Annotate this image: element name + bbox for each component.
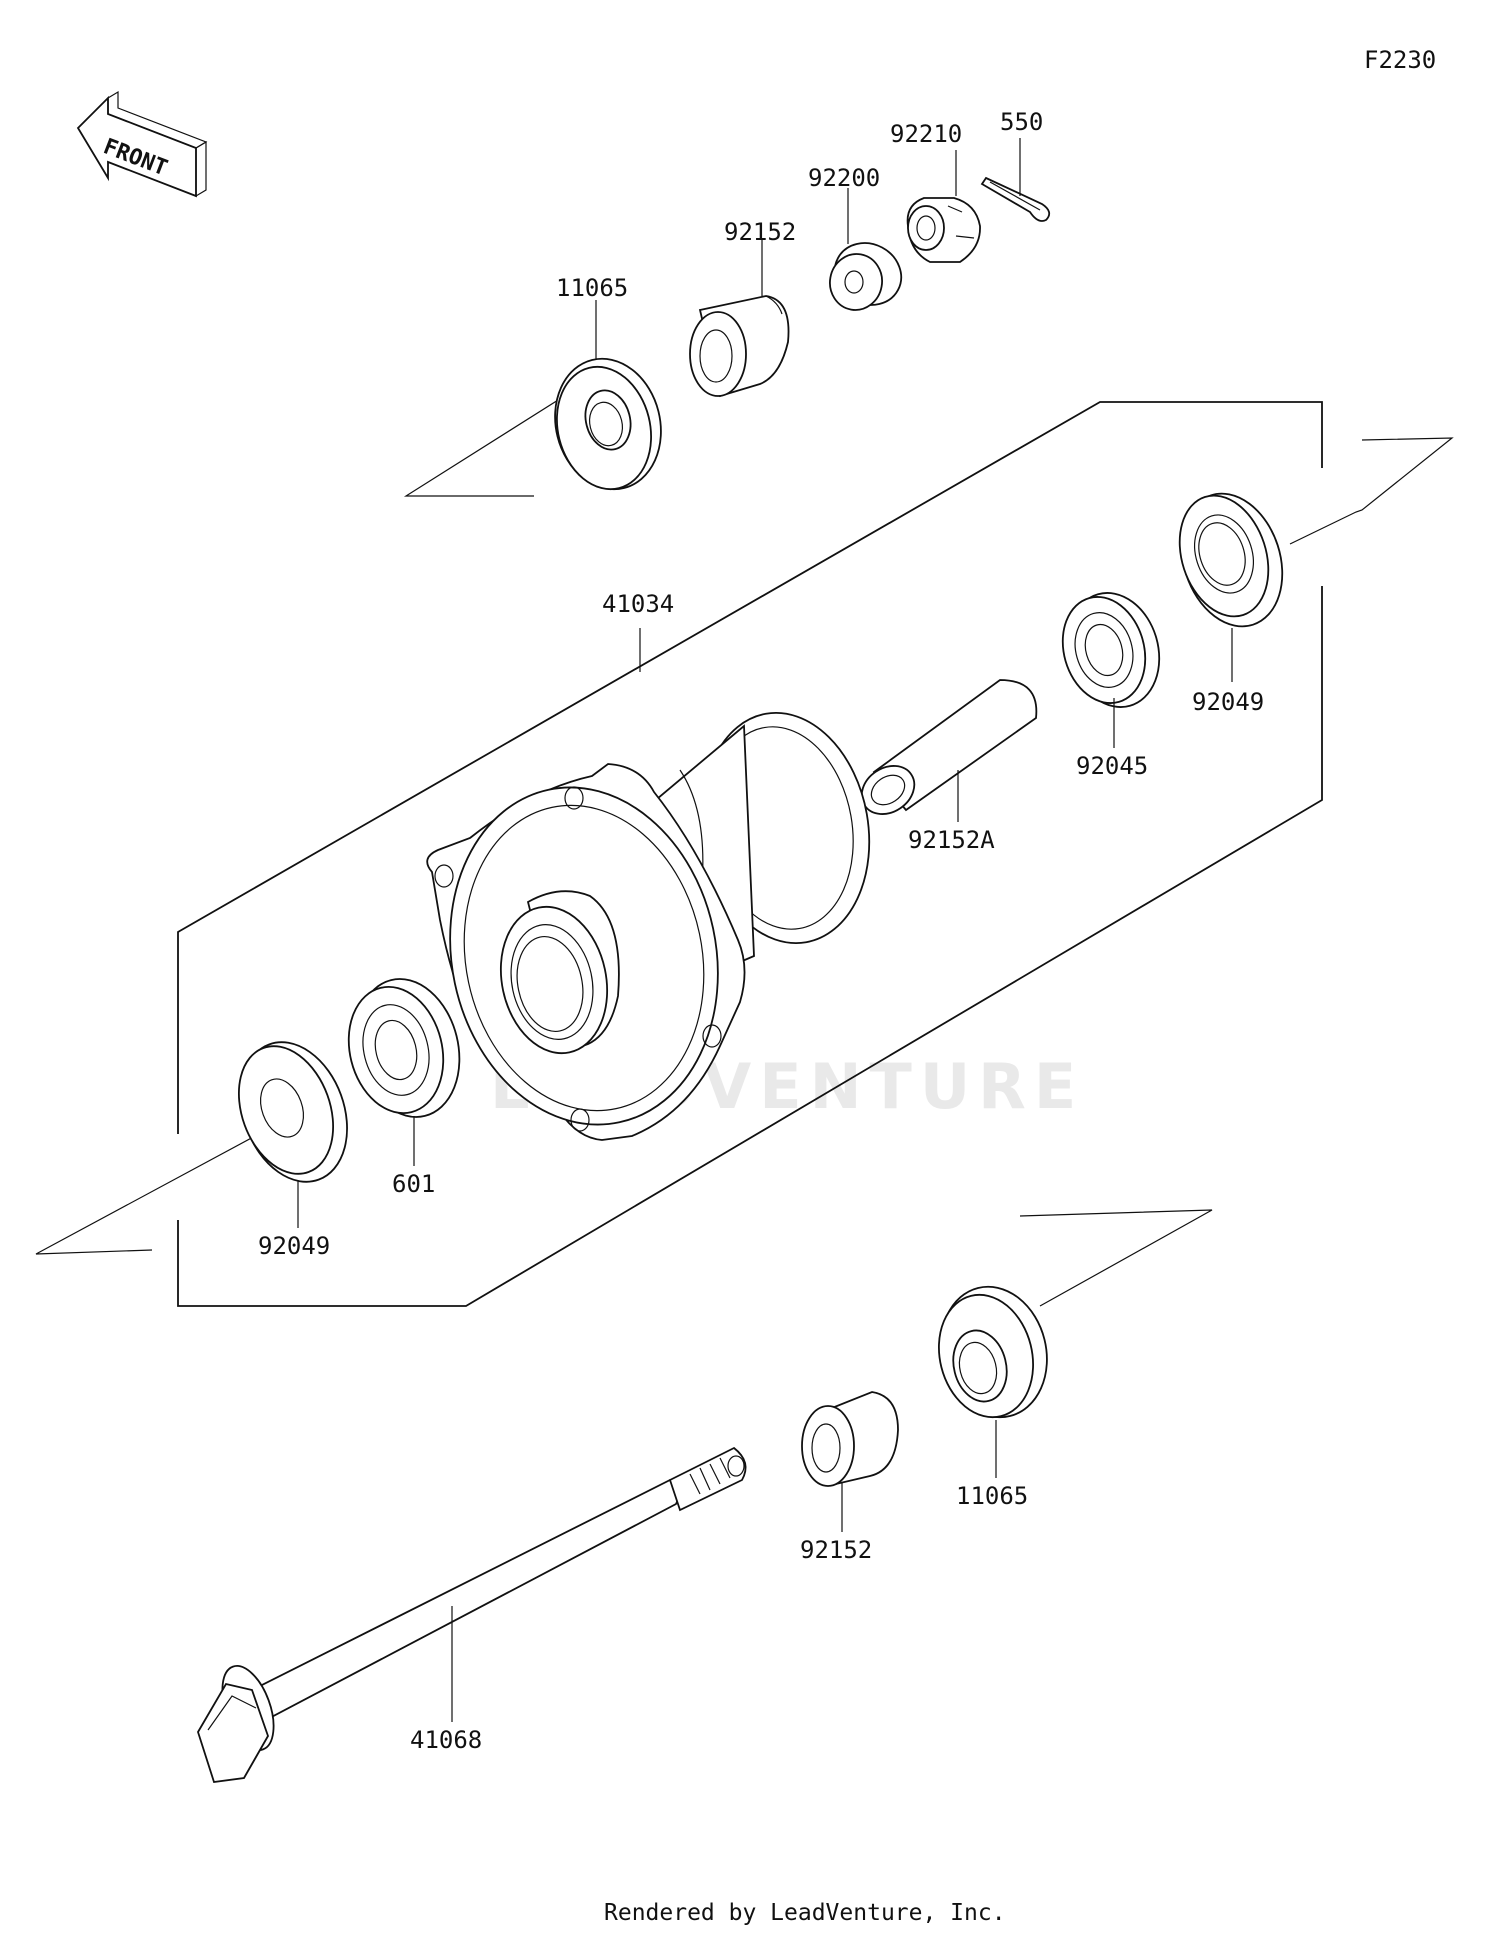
axis-line-bottom: [35, 1127, 271, 1255]
front-arrow-icon: FRONT: [76, 90, 208, 198]
part-number-550[interactable]: 550: [1000, 108, 1043, 136]
oil-seal-left: [237, 1041, 348, 1183]
part-number-92045[interactable]: 92045: [1076, 752, 1148, 780]
assembly-boundary: [177, 401, 1323, 1134]
oil-seal-right: [1178, 492, 1284, 628]
part-number-601[interactable]: 601: [392, 1170, 435, 1198]
part-number-92152-bottom[interactable]: 92152: [800, 1536, 872, 1564]
part-number-92152A[interactable]: 92152A: [908, 826, 995, 854]
washer: [829, 242, 903, 311]
footer-credit: Rendered by LeadVenture, Inc.: [604, 1900, 1006, 1926]
part-number-11065-top[interactable]: 11065: [556, 274, 628, 302]
collar-top: [689, 295, 790, 398]
spacer-top: [554, 357, 662, 491]
part-number-92049-left[interactable]: 92049: [258, 1232, 330, 1260]
distance-collar: [860, 679, 1038, 815]
axis-line-top: [403, 365, 613, 497]
castle-nut: [906, 197, 981, 263]
part-number-92152-top[interactable]: 92152: [724, 218, 796, 246]
axle-bolt: [197, 1446, 747, 1783]
ball-bearing-left: [347, 978, 461, 1118]
collar-bottom: [801, 1391, 899, 1487]
spacer-bottom: [938, 1285, 1048, 1419]
diagram-code: F2230: [1364, 46, 1436, 74]
part-number-11065-bottom[interactable]: 11065: [956, 1482, 1028, 1510]
part-number-92200[interactable]: 92200: [808, 164, 880, 192]
part-number-41034[interactable]: 41034: [602, 590, 674, 618]
part-number-92049-right[interactable]: 92049: [1192, 688, 1264, 716]
cotter-pin: [980, 176, 1051, 222]
part-number-92210[interactable]: 92210: [890, 120, 962, 148]
part-number-41068[interactable]: 41068: [410, 1726, 482, 1754]
ball-bearing-right: [1061, 592, 1161, 708]
wheel-hub: [426, 711, 871, 1141]
